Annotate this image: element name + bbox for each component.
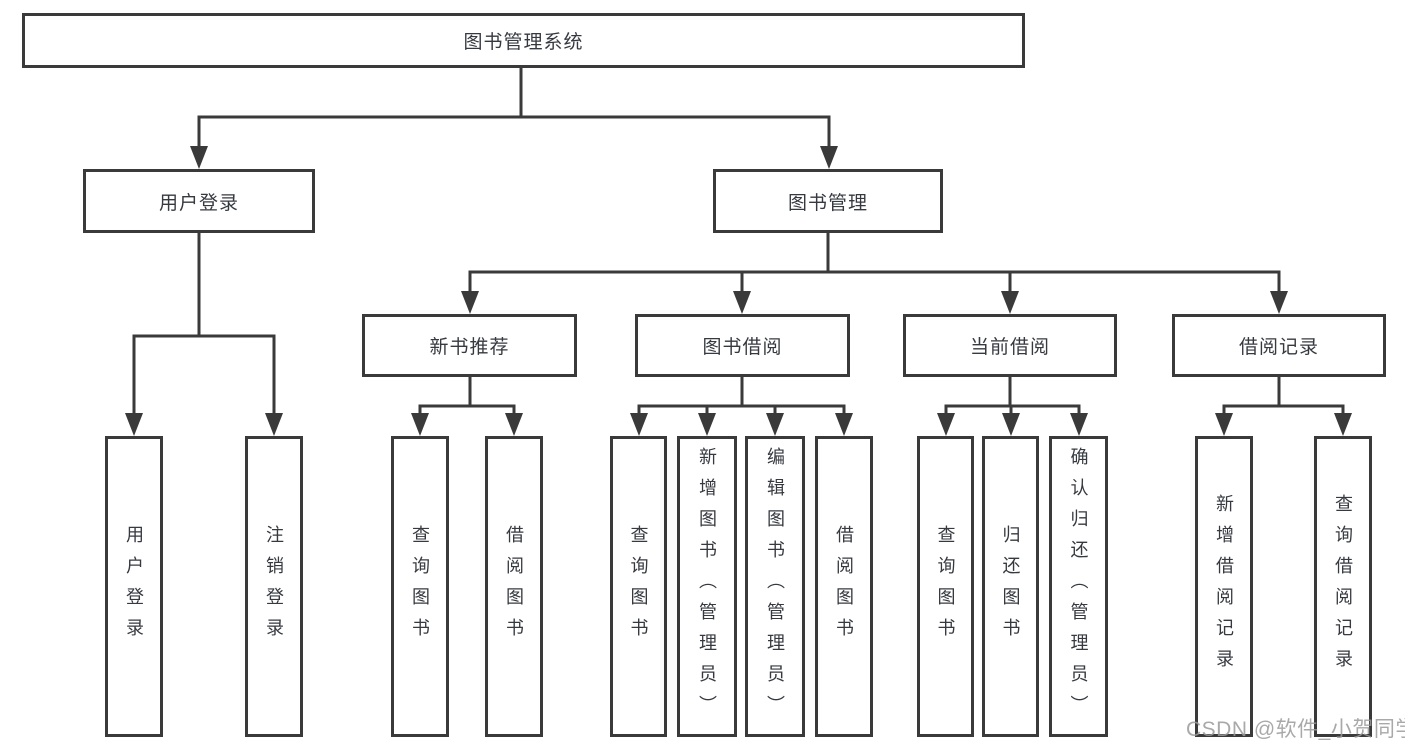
leaf-label: 查询图书	[628, 524, 649, 649]
arrowheads	[125, 146, 1352, 436]
leaf-query-borrow-record: 查询借阅记录	[1314, 436, 1372, 737]
leaf-label: 新增图书（管理员）	[697, 447, 717, 726]
leaf-borrow-books-recommend: 借阅图书	[485, 436, 543, 737]
leaf-label: 编辑图书（管理员）	[765, 447, 785, 726]
leaf-query-books-borrow: 查询图书	[610, 436, 667, 737]
leaf-label: 借阅图书	[834, 524, 854, 649]
leaf-label: 借阅图书	[504, 524, 524, 649]
node-root: 图书管理系统	[22, 13, 1025, 68]
leaf-label: 查询图书	[410, 524, 430, 649]
leaf-add-borrow-record: 新增借阅记录	[1195, 436, 1253, 737]
leaf-logout: 注销登录	[245, 436, 303, 737]
leaf-add-book-admin: 新增图书（管理员）	[677, 436, 737, 737]
leaf-return-books: 归还图书	[982, 436, 1039, 737]
csdn-watermark: CSDN @软件_小贺同学	[1186, 718, 1405, 741]
leaf-borrow-books: 借阅图书	[815, 436, 873, 737]
leaf-label: 查询借阅记录	[1333, 493, 1353, 680]
leaf-label: 查询图书	[935, 524, 956, 649]
node-current-borrow: 当前借阅	[903, 314, 1117, 377]
leaf-label: 归还图书	[1000, 524, 1021, 649]
leaf-label: 新增借阅记录	[1214, 493, 1234, 680]
leaf-label: 确认归还（管理员）	[1068, 447, 1089, 726]
leaf-label: 用户登录	[124, 524, 144, 649]
leaf-query-books-recommend: 查询图书	[391, 436, 449, 737]
leaf-edit-book-admin: 编辑图书（管理员）	[745, 436, 805, 737]
node-user-login: 用户登录	[83, 169, 315, 233]
node-book-borrow: 图书借阅	[635, 314, 850, 377]
leaf-label: 注销登录	[264, 524, 284, 649]
leaf-query-books-current: 查询图书	[917, 436, 974, 737]
node-borrow-records: 借阅记录	[1172, 314, 1386, 377]
leaf-user-login: 用户登录	[105, 436, 163, 737]
node-new-book-recommend: 新书推荐	[362, 314, 577, 377]
node-book-management: 图书管理	[713, 169, 943, 233]
leaf-confirm-return-admin: 确认归还（管理员）	[1049, 436, 1108, 737]
